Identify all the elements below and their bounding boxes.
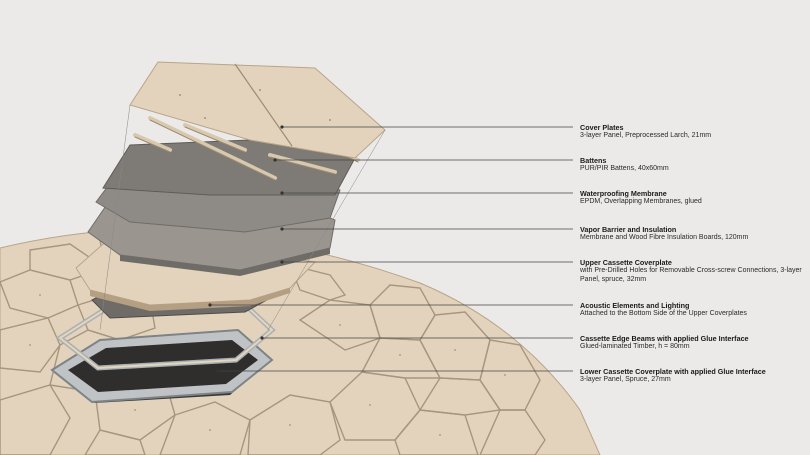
layer-description: with Pre-Drilled Holes for Removable Cro… (580, 267, 802, 284)
label-upper-cassette-coverplate: Upper Cassette Coverplate with Pre-Drill… (580, 258, 805, 285)
label-lower-cassette-coverplate: Lower Cassette Coverplate with applied G… (580, 367, 805, 385)
label-waterproofing-membrane: Waterproofing Membrane EPDM, Overlapping… (580, 189, 805, 207)
label-cover-plates: Cover Plates 3-layer Panel, Preprocessed… (580, 123, 805, 141)
layer-title: Cover Plates (580, 123, 624, 132)
layer-title: Lower Cassette Coverplate with applied G… (580, 367, 766, 376)
layer-title: Upper Cassette Coverplate (580, 258, 672, 267)
label-cassette-edge-beams: Cassette Edge Beams with applied Glue In… (580, 334, 805, 352)
layer-description: 3-layer Panel, Preprocessed Larch, 21mm (580, 132, 712, 140)
layer-description: Glued-laminated Timber, h = 80mm (580, 343, 690, 351)
layer-description: PUR/PIR Battens, 40x60mm (580, 165, 669, 173)
layer-title: Acoustic Elements and Lighting (580, 301, 690, 310)
leader-lines (210, 126, 573, 372)
label-acoustic-elements: Acoustic Elements and Lighting Attached … (580, 301, 805, 319)
guide-lines (99, 104, 386, 331)
layer-description: 3-layer Panel, Spruce, 27mm (580, 376, 671, 384)
layer-description: Membrane and Wood Fibre Insulation Board… (580, 234, 749, 242)
layer-description: Attached to the Bottom Side of the Upper… (580, 310, 747, 318)
layer-title: Battens (580, 156, 607, 165)
layer-description: EPDM, Overlapping Membranes, glued (580, 198, 702, 206)
battens (102, 116, 360, 196)
layer-title: Waterproofing Membrane (580, 189, 667, 198)
layer-title: Vapor Barrier and Insulation (580, 225, 677, 234)
layer-title: Cassette Edge Beams with applied Glue In… (580, 334, 749, 343)
label-vapor-barrier: Vapor Barrier and Insulation Membrane an… (580, 225, 805, 243)
label-battens: Battens PUR/PIR Battens, 40x60mm (580, 156, 805, 174)
leader-dots (208, 125, 284, 373)
